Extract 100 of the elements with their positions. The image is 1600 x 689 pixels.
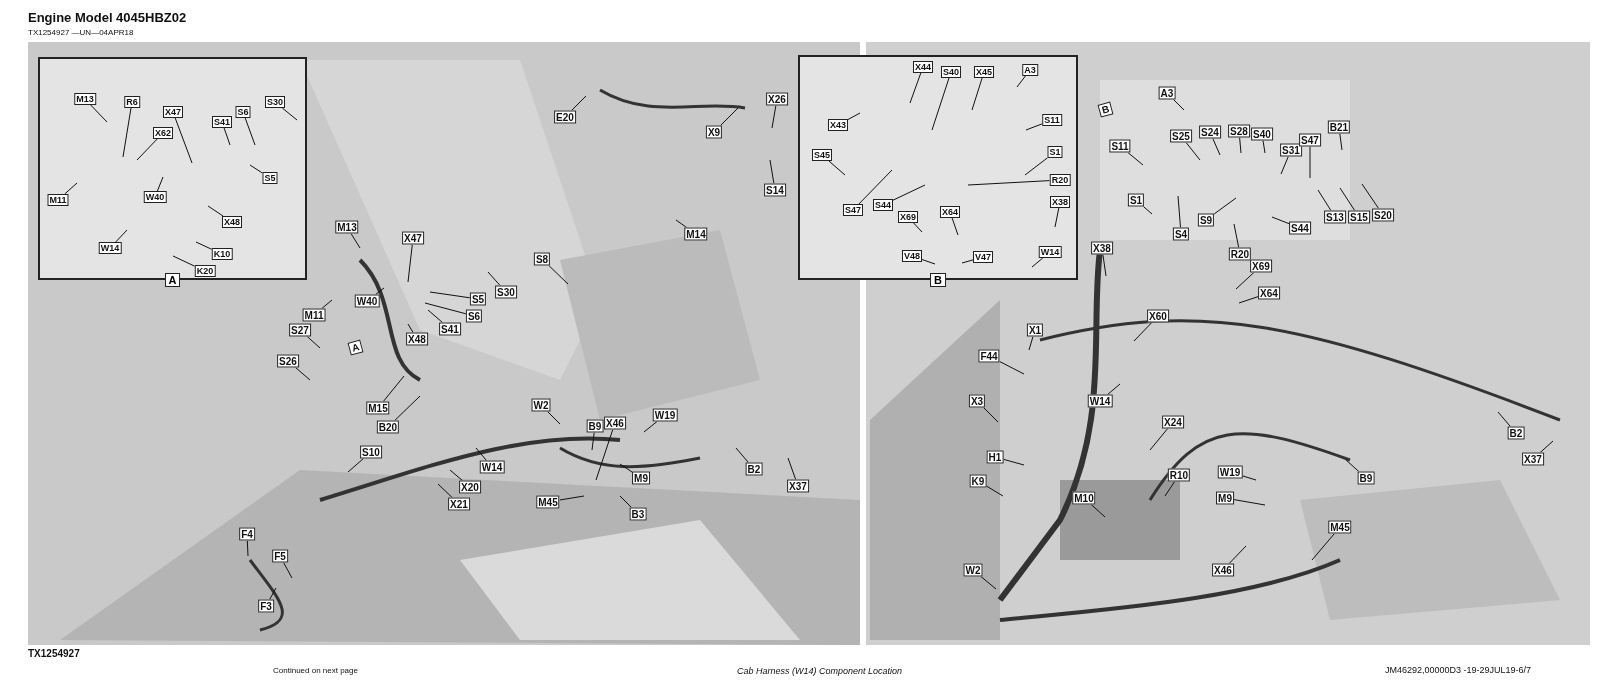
leader-line <box>559 495 585 501</box>
callout-label: R20 <box>1228 247 1252 261</box>
callout-label: M45 <box>1328 520 1352 534</box>
leader-line <box>283 562 293 579</box>
callout-label: M45 <box>536 495 560 509</box>
leader-line <box>347 458 364 473</box>
leader-line <box>1025 123 1043 131</box>
callout-label: X48 <box>406 332 428 346</box>
leader-line <box>1054 207 1060 228</box>
callout-label: R20 <box>1049 174 1071 186</box>
callout-label: S31 <box>1280 143 1302 157</box>
callout-label: W40 <box>354 294 380 308</box>
callout-label: X24 <box>1162 415 1184 429</box>
leader-line <box>427 309 443 323</box>
leader-line <box>619 495 632 508</box>
callout-label: S11 <box>1042 114 1062 126</box>
callout-label: W14 <box>98 242 122 254</box>
leader-line <box>1102 254 1107 277</box>
callout-label: W19 <box>652 408 678 422</box>
leader-line <box>1241 475 1257 481</box>
page-title: Engine Model 4045HBZ02 <box>28 10 187 25</box>
callout-label: S6 <box>235 106 251 118</box>
leader-line <box>375 287 385 295</box>
leader-line <box>449 469 463 481</box>
callout-label: S10 <box>360 445 382 459</box>
callout-label: S27 <box>289 323 311 337</box>
leader-line <box>306 336 321 349</box>
callout-label: X43 <box>828 119 848 131</box>
callout-label: S30 <box>495 285 517 299</box>
callout-label: X20 <box>459 480 481 494</box>
callout-label: K10 <box>211 248 233 260</box>
callout-label: S45 <box>812 149 832 161</box>
leader-line <box>269 587 277 600</box>
callout-label: X1 <box>1026 323 1044 337</box>
inset-letter: B <box>930 273 946 287</box>
leader-line <box>1311 533 1335 561</box>
leader-line <box>1149 428 1169 451</box>
callout-label: S6 <box>465 309 483 323</box>
callout-label: S20 <box>1372 208 1394 222</box>
leader-line <box>246 540 249 557</box>
callout-label: W14 <box>479 460 505 474</box>
leader-line <box>281 107 298 121</box>
leader-line <box>591 432 595 451</box>
leader-line <box>244 117 256 146</box>
callout-label: S30 <box>265 96 285 108</box>
leader-line <box>1173 99 1185 111</box>
callout-label: X64 <box>940 206 960 218</box>
callout-label: X26 <box>766 92 788 106</box>
leader-line <box>424 302 467 315</box>
leader-line <box>1233 499 1266 506</box>
callout-label: S40 <box>941 66 961 78</box>
callout-label: S28 <box>1228 124 1250 138</box>
leader-line <box>571 95 587 111</box>
callout-label: F3 <box>258 599 274 613</box>
leader-line <box>1497 411 1511 427</box>
leader-line <box>207 205 224 217</box>
callout-label: S9 <box>1197 213 1215 227</box>
callout-label: R10 <box>1167 468 1191 482</box>
leader-line <box>769 159 775 184</box>
leader-line <box>429 291 471 299</box>
leader-line <box>999 361 1025 375</box>
callout-label: M13 <box>335 220 359 234</box>
leader-line <box>1228 545 1247 564</box>
callout-label: V48 <box>902 250 922 262</box>
callout-label: K20 <box>194 265 216 277</box>
leader-line <box>1164 481 1176 497</box>
leader-line <box>828 160 846 176</box>
leader-line <box>858 169 893 205</box>
leader-line <box>643 421 658 433</box>
leader-line <box>1539 440 1554 453</box>
leader-line <box>1339 133 1343 151</box>
leader-line <box>787 457 797 480</box>
callout-label: A3 <box>1022 64 1038 76</box>
callout-label: X44 <box>913 61 933 73</box>
callout-label: X38 <box>1091 241 1113 255</box>
leader-line <box>1339 187 1356 211</box>
leader-line <box>675 219 688 228</box>
leader-line <box>1317 189 1332 211</box>
callout-label: W2 <box>531 398 551 412</box>
leader-line <box>1212 138 1221 156</box>
leader-line <box>1280 156 1289 175</box>
leader-line <box>980 576 997 590</box>
callout-label: M13 <box>74 93 96 105</box>
leader-line <box>1002 458 1025 466</box>
leader-line <box>487 271 501 286</box>
callout-label: M15 <box>366 401 390 415</box>
leader-line <box>1133 322 1153 342</box>
leader-line <box>295 367 311 381</box>
callout-label: B20 <box>376 420 400 434</box>
callout-label: X69 <box>1250 259 1272 273</box>
callout-label: M9 <box>632 471 650 485</box>
callout-label: A3 <box>1158 86 1176 100</box>
leader-line <box>122 107 132 158</box>
leader-line <box>1271 216 1290 225</box>
leader-line <box>437 483 453 498</box>
callout-label: X37 <box>787 479 809 493</box>
callout-label: S13 <box>1324 210 1346 224</box>
leader-line <box>90 104 108 123</box>
callout-label: S1 <box>1047 146 1063 158</box>
callout-label: X64 <box>1258 286 1280 300</box>
